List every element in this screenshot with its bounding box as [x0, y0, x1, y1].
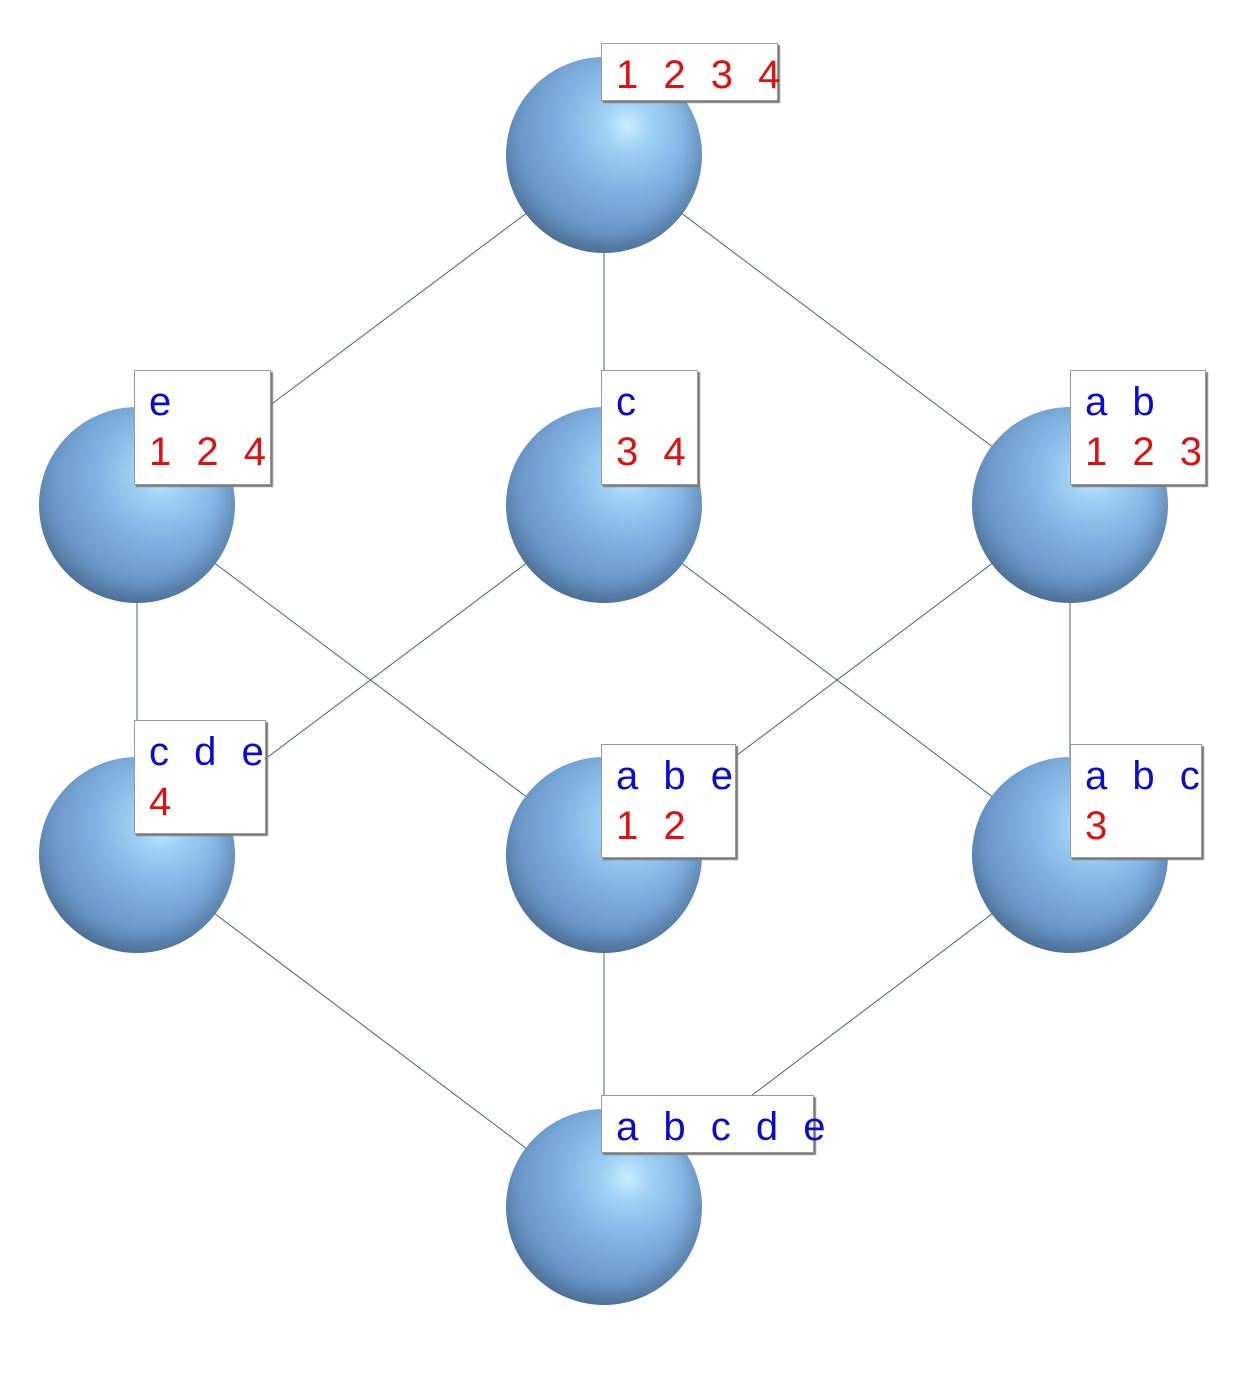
attribute-text: a b c: [1085, 754, 1204, 798]
object-text: 3: [1085, 804, 1112, 848]
object-text: 1 2: [616, 804, 690, 848]
attribute-text: a b c d e: [616, 1105, 830, 1149]
concept-label-bottom: a b c d e: [601, 1095, 830, 1153]
object-text: 3 4: [616, 430, 690, 474]
concept-label-e: e 1 2 4: [134, 370, 271, 485]
attribute-text: c: [616, 380, 640, 424]
object-text: 1 2 3: [1085, 430, 1206, 474]
attribute-text: a b e: [616, 754, 737, 798]
object-text: 1 2 4: [149, 430, 270, 474]
attribute-text: c d e: [149, 730, 268, 774]
concept-label-abe: a b e 1 2: [601, 744, 736, 858]
concept-label-cde: c d e 4: [134, 720, 266, 834]
object-text: 1 2 3 4: [616, 53, 785, 97]
object-text: 4: [149, 780, 176, 824]
concept-label-abc: a b c 3: [1070, 744, 1202, 858]
attribute-text: a b: [1085, 380, 1159, 424]
attribute-text: e: [149, 380, 176, 424]
concept-label-c: c 3 4: [601, 370, 698, 485]
concept-label-ab: a b 1 2 3: [1070, 370, 1206, 485]
concept-label-top: 1 2 3 4: [601, 43, 785, 101]
